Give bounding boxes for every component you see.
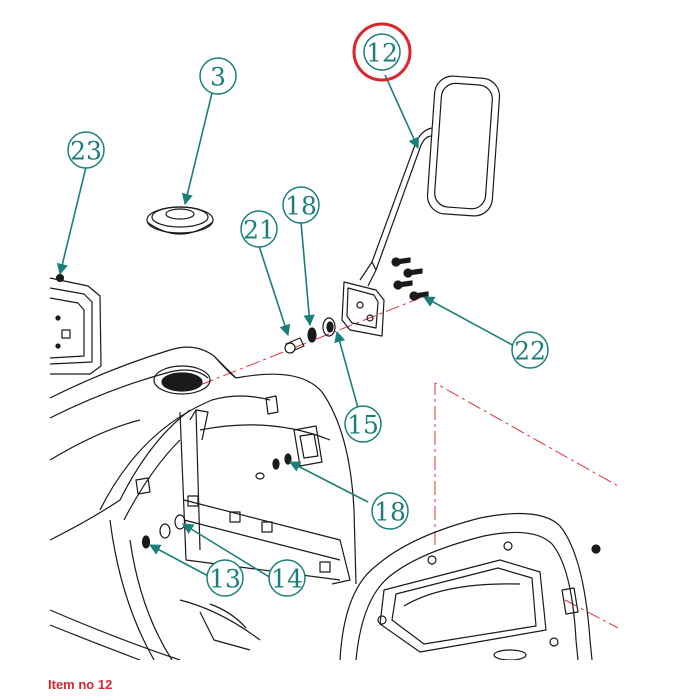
callout-14: 14 xyxy=(271,565,303,594)
ring-cap-part xyxy=(146,206,214,235)
storage-box-part xyxy=(339,512,601,660)
callout-23: 23 xyxy=(70,137,102,166)
callout-3: 3 xyxy=(210,63,226,92)
callout-21: 21 xyxy=(243,216,275,245)
instrument-panel-part xyxy=(49,273,102,375)
callout-12-highlighted[interactable]: 12 xyxy=(366,39,398,68)
callout-13: 13 xyxy=(209,565,241,594)
highlight-ring xyxy=(352,22,412,82)
mirror-part xyxy=(359,75,501,287)
callout-leaders xyxy=(56,74,519,579)
mirror-mounting-plate xyxy=(341,281,385,337)
fastener-stack-part xyxy=(284,317,336,354)
bolts-part xyxy=(391,257,429,301)
front-body-part xyxy=(49,346,357,660)
assembly-centerlines xyxy=(199,297,618,629)
item-caption: Item no 12 xyxy=(48,677,113,692)
callout-22: 22 xyxy=(514,337,546,366)
callouts xyxy=(67,33,549,597)
small-fasteners-part xyxy=(141,453,292,549)
callout-18-top: 18 xyxy=(285,192,317,221)
callout-15: 15 xyxy=(347,411,379,440)
callout-18-bottom: 18 xyxy=(374,498,406,527)
